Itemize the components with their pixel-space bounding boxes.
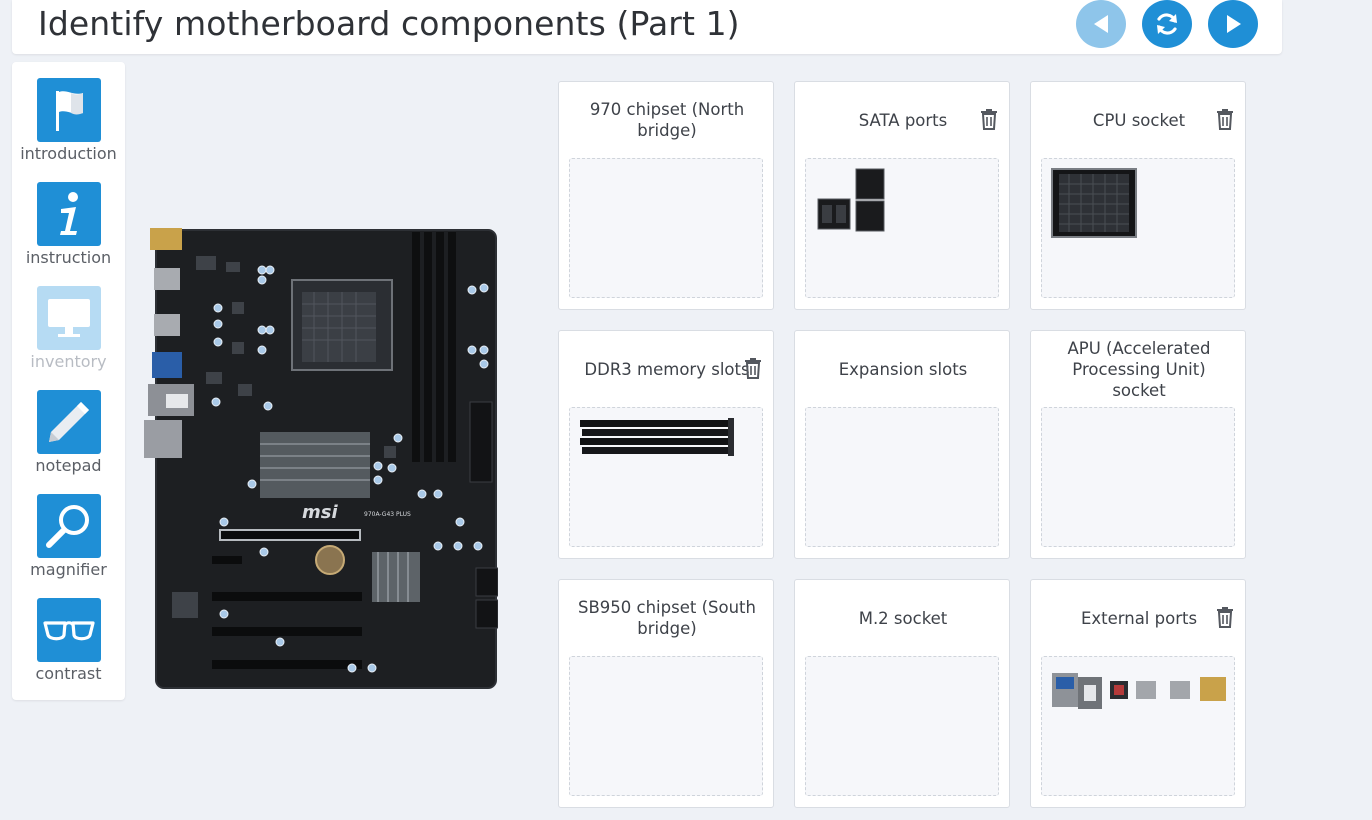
drop-card-m2-socket: M.2 socket <box>794 579 1010 808</box>
tool-introduction[interactable]: introduction <box>12 62 125 163</box>
drop-card-cpu-socket: CPU socket <box>1030 81 1246 310</box>
cpu-socket-piece[interactable] <box>1051 168 1137 238</box>
header-bar: Identify motherboard components (Part 1) <box>12 0 1282 54</box>
drop-zone[interactable] <box>805 407 999 547</box>
card-label: External ports <box>1080 608 1198 628</box>
tool-label: inventory <box>30 352 107 371</box>
magnifier-icon <box>37 494 101 558</box>
drop-zone[interactable] <box>569 158 763 298</box>
ddr3-slots-piece[interactable] <box>578 418 734 458</box>
card-label: SATA ports <box>858 110 948 130</box>
drop-card-expansion-slots: Expansion slots <box>794 330 1010 559</box>
drop-zone[interactable] <box>569 407 763 547</box>
card-label: APU (Accelerated Processing Unit) socket <box>1067 338 1211 400</box>
card-label: 970 chipset (North bridge) <box>589 100 745 140</box>
card-label: DDR3 memory slots <box>584 359 750 379</box>
tool-magnifier[interactable]: magnifier <box>12 478 125 579</box>
board-model-text: 970A-G43 PLUS <box>364 511 411 518</box>
refresh-button[interactable] <box>1142 0 1192 48</box>
next-arrow-icon <box>1227 15 1241 33</box>
drop-zone[interactable] <box>805 158 999 298</box>
motherboard-image: msi 970A-G43 PLUS <box>142 222 499 692</box>
tool-label: introduction <box>20 144 117 163</box>
card-label: M.2 socket <box>858 608 948 628</box>
tool-label: instruction <box>25 248 112 267</box>
tool-contrast[interactable]: contrast <box>12 582 125 683</box>
tool-label: contrast <box>35 664 102 683</box>
trash-icon[interactable] <box>1215 606 1235 628</box>
drop-zone[interactable] <box>569 656 763 796</box>
monitor-icon <box>37 286 101 350</box>
next-button[interactable] <box>1208 0 1258 48</box>
drop-card-ddr3-slots: DDR3 memory slots <box>558 330 774 559</box>
tool-inventory[interactable]: inventory <box>12 270 125 371</box>
card-label: Expansion slots <box>838 359 968 379</box>
drop-card-south-bridge: SB950 chipset (South bridge) <box>558 579 774 808</box>
previous-button[interactable] <box>1076 0 1126 48</box>
page-title: Identify motherboard components (Part 1) <box>38 4 740 43</box>
drop-zone[interactable] <box>1041 407 1235 547</box>
glasses-icon <box>37 598 101 662</box>
previous-arrow-icon <box>1094 15 1108 33</box>
card-label: SB950 chipset (South bridge) <box>578 598 756 638</box>
trash-icon[interactable] <box>1215 108 1235 130</box>
drop-card-external-ports: External ports <box>1030 579 1246 808</box>
drop-card-sata-ports: SATA ports <box>794 81 1010 310</box>
tool-notepad[interactable]: notepad <box>12 374 125 475</box>
external-ports-piece[interactable] <box>1050 671 1232 711</box>
card-label: CPU socket <box>1092 110 1186 130</box>
drop-zone[interactable] <box>1041 158 1235 298</box>
tool-label: notepad <box>35 456 102 475</box>
trash-icon[interactable] <box>979 108 999 130</box>
tool-instruction[interactable]: instruction <box>12 166 125 267</box>
drop-zone[interactable] <box>1041 656 1235 796</box>
tool-sidebar: introduction instruction inventory <box>12 62 125 700</box>
drop-zone[interactable] <box>805 656 999 796</box>
drop-card-apu-socket: APU (Accelerated Processing Unit) socket <box>1030 330 1246 559</box>
drop-card-north-bridge: 970 chipset (North bridge) <box>558 81 774 310</box>
pencil-icon <box>37 390 101 454</box>
flag-icon <box>37 78 101 142</box>
info-icon <box>37 182 101 246</box>
refresh-icon <box>1157 13 1177 35</box>
tool-label: magnifier <box>30 560 107 579</box>
trash-icon[interactable] <box>743 357 763 379</box>
sata-ports-piece[interactable] <box>816 167 888 235</box>
board-brand-text: msi <box>302 502 338 523</box>
